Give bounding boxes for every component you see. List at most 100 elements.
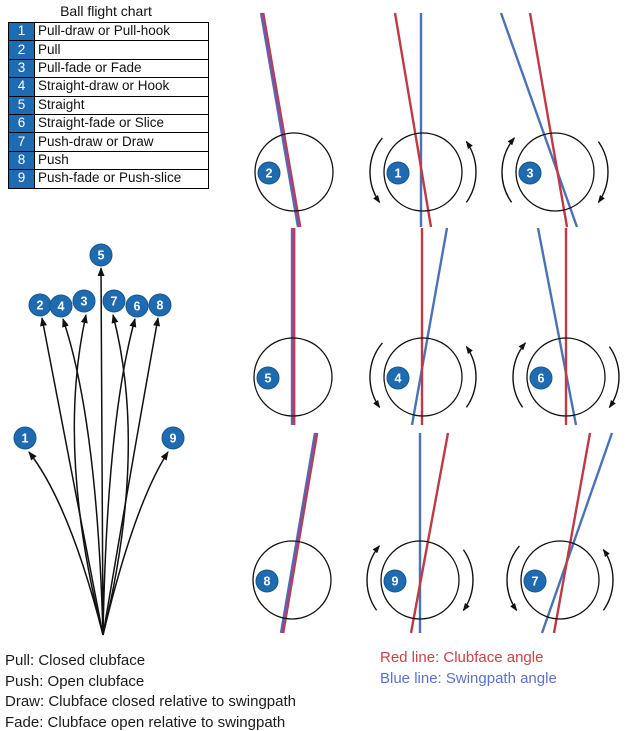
svg-text:7: 7 xyxy=(111,294,118,308)
ball-circle xyxy=(380,540,460,620)
spin-arrow xyxy=(506,545,520,612)
row-number-cell: 9 xyxy=(8,169,35,189)
row-number-cell: 5 xyxy=(8,95,35,115)
spin-arrow xyxy=(369,342,383,409)
flight-path-4 xyxy=(62,318,104,636)
number-badge: 6 xyxy=(125,294,149,318)
svg-text:8: 8 xyxy=(264,574,271,588)
spin-arrow xyxy=(512,342,527,408)
spin-arrow xyxy=(462,549,474,612)
overlap-line xyxy=(281,432,318,634)
flight-path-8 xyxy=(102,317,161,636)
number-badge: 4 xyxy=(386,366,410,390)
svg-text:2: 2 xyxy=(266,166,273,180)
page-title: Ball flight chart xyxy=(60,3,152,19)
ball-tile-3: 3 xyxy=(499,12,609,228)
number-badge: 2 xyxy=(257,161,281,185)
number-badge: 4 xyxy=(49,294,73,318)
number-badge: 5 xyxy=(89,243,113,267)
clubface-line xyxy=(552,432,592,634)
clubface-line xyxy=(393,12,433,228)
number-badge: 5 xyxy=(256,366,280,390)
row-number-cell: 8 xyxy=(8,150,35,171)
ball-tile-8: 8 xyxy=(252,432,332,634)
svg-text:1: 1 xyxy=(22,431,29,445)
ball-spin-grid: 2 1 3 5 4 6 8 9 7 xyxy=(252,12,620,634)
flight-path-2 xyxy=(40,317,104,636)
spin-arrow xyxy=(465,140,477,203)
ball-circle xyxy=(253,337,333,417)
ball-tile-9: 9 xyxy=(366,432,474,634)
row-number-cell: 6 xyxy=(8,113,35,134)
svg-text:4: 4 xyxy=(58,299,65,313)
spin-arrow xyxy=(366,545,381,611)
note-line: Fade: Clubface open relative to swingpat… xyxy=(5,713,286,731)
svg-text:5: 5 xyxy=(98,248,105,262)
row-number-cell: 1 xyxy=(8,21,35,42)
number-badge: 1 xyxy=(386,161,410,185)
spin-arrow xyxy=(465,345,477,408)
row-number-cell: 4 xyxy=(8,77,35,97)
number-badge: 3 xyxy=(518,161,542,185)
ball-circle xyxy=(520,540,600,620)
svg-text:8: 8 xyxy=(157,298,164,312)
row-number-cell: 7 xyxy=(8,132,35,152)
svg-text:2: 2 xyxy=(37,298,44,312)
note-line: Draw: Clubface closed relative to swingp… xyxy=(5,693,296,710)
flight-path-6 xyxy=(102,318,137,636)
ball-circle xyxy=(383,132,463,212)
row-label-cell: Push-fade or Push-slice xyxy=(34,169,209,189)
overlap-line xyxy=(261,12,301,228)
svg-text:6: 6 xyxy=(134,299,141,313)
ball-circle xyxy=(383,337,463,417)
ball-circle xyxy=(515,132,595,212)
flight-path-5 xyxy=(97,267,105,636)
ball-tile-5: 5 xyxy=(253,228,333,425)
ball-circle xyxy=(526,337,606,417)
ball-tile-7: 7 xyxy=(506,432,614,634)
flight-path-fan: 1 2 3 4 5 6 7 8 9 xyxy=(13,243,185,636)
number-badge: 1 xyxy=(13,426,37,450)
spin-arrow xyxy=(501,137,516,203)
ball-circle xyxy=(252,540,332,620)
svg-text:6: 6 xyxy=(538,371,545,385)
svg-text:3: 3 xyxy=(81,294,88,308)
swingpath-line xyxy=(536,227,578,426)
legend-entry: Red line: Clubface angle xyxy=(380,649,544,666)
clubface-line xyxy=(528,12,569,228)
legend-entry: Blue line: Swingpath angle xyxy=(380,670,557,687)
svg-text:7: 7 xyxy=(532,574,539,588)
swingpath-line xyxy=(499,12,579,228)
number-badge: 9 xyxy=(383,569,407,593)
swingpath-line xyxy=(410,227,449,426)
ball-tile-4: 4 xyxy=(369,227,477,426)
row-label-cell: Push xyxy=(34,150,209,171)
number-badge: 6 xyxy=(529,366,553,390)
note-line: Push: Open clubface xyxy=(5,672,145,690)
svg-text:9: 9 xyxy=(170,431,177,445)
spin-arrow xyxy=(369,137,383,204)
swingpath-line xyxy=(540,432,614,634)
ball-tile-2: 2 xyxy=(254,12,334,228)
spin-arrow xyxy=(608,346,620,409)
number-badge: 9 xyxy=(161,426,185,450)
row-number-cell: 3 xyxy=(8,58,35,79)
ball-tile-6: 6 xyxy=(512,227,620,426)
svg-text:5: 5 xyxy=(265,371,272,385)
svg-text:4: 4 xyxy=(395,371,402,385)
flight-path-7 xyxy=(102,314,130,636)
number-badge: 7 xyxy=(102,289,126,313)
number-badge: 7 xyxy=(523,569,547,593)
ball-tile-1: 1 xyxy=(369,12,477,228)
